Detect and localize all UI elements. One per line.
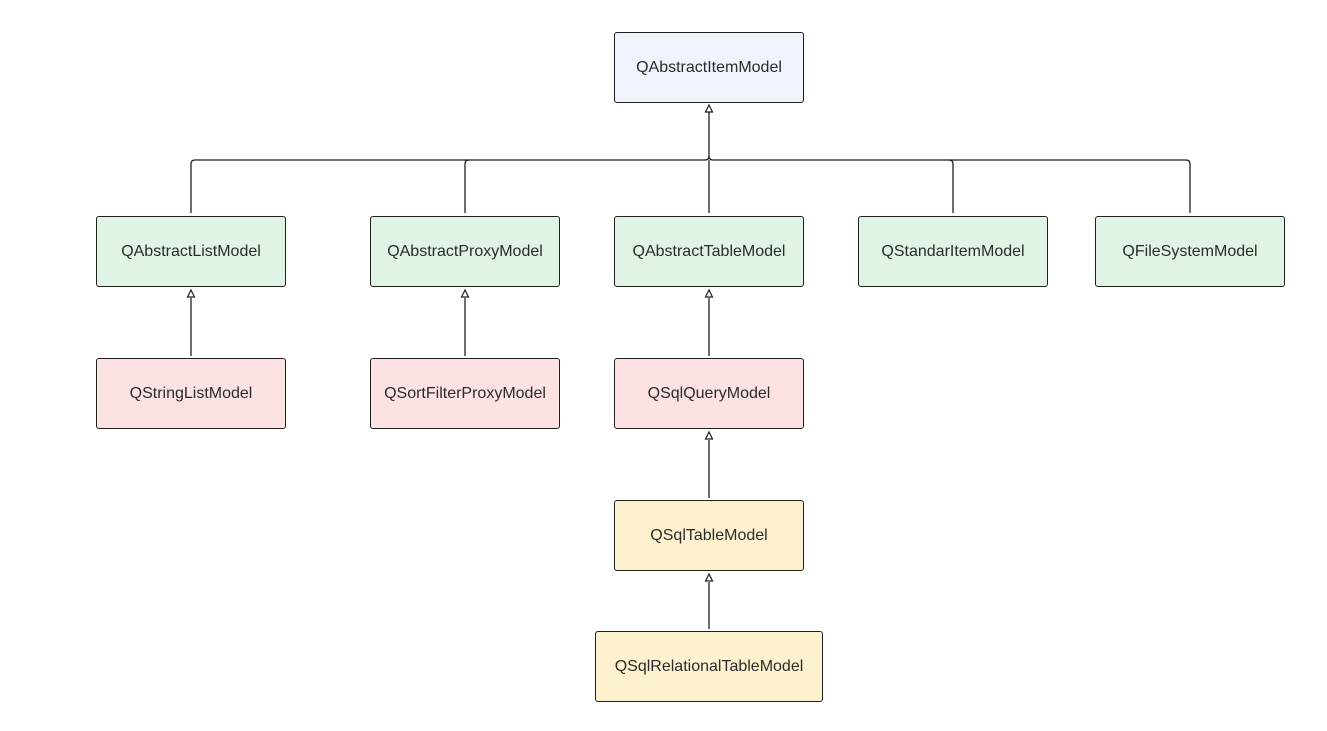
edge-list-to-root xyxy=(190,155,710,213)
node-qabstractproxymodel: QAbstractProxyModel xyxy=(370,216,560,287)
edge-standard-to-root xyxy=(948,159,954,213)
arrowhead-list xyxy=(186,288,196,298)
node-qabstracttablemodel: QAbstractTableModel xyxy=(614,216,804,287)
node-qsqltablemodel: QSqlTableModel xyxy=(614,500,804,571)
node-qstringlistmodel: QStringListModel xyxy=(96,358,286,429)
arrowhead-sqlquery xyxy=(704,430,714,440)
arrowhead-root xyxy=(704,103,714,113)
arrowhead-proxy xyxy=(460,288,470,298)
node-qstandaritemmodel: QStandarItemModel xyxy=(858,216,1048,287)
arrowhead-sqltable xyxy=(704,572,714,582)
node-qsortfilterproxymodel: QSortFilterProxyModel xyxy=(370,358,560,429)
node-qabstractlistmodel: QAbstractListModel xyxy=(96,216,286,287)
edge-proxy-to-root xyxy=(464,159,470,213)
node-qfilesystemmodel: QFileSystemModel xyxy=(1095,216,1285,287)
edge-trunk xyxy=(708,112,1191,213)
node-qabstractitemmodel: QAbstractItemModel xyxy=(614,32,804,103)
node-qsqlquerymodel: QSqlQueryModel xyxy=(614,358,804,429)
node-qsqlrelationaltablemodel: QSqlRelationalTableModel xyxy=(595,631,823,702)
arrowhead-table xyxy=(704,288,714,298)
